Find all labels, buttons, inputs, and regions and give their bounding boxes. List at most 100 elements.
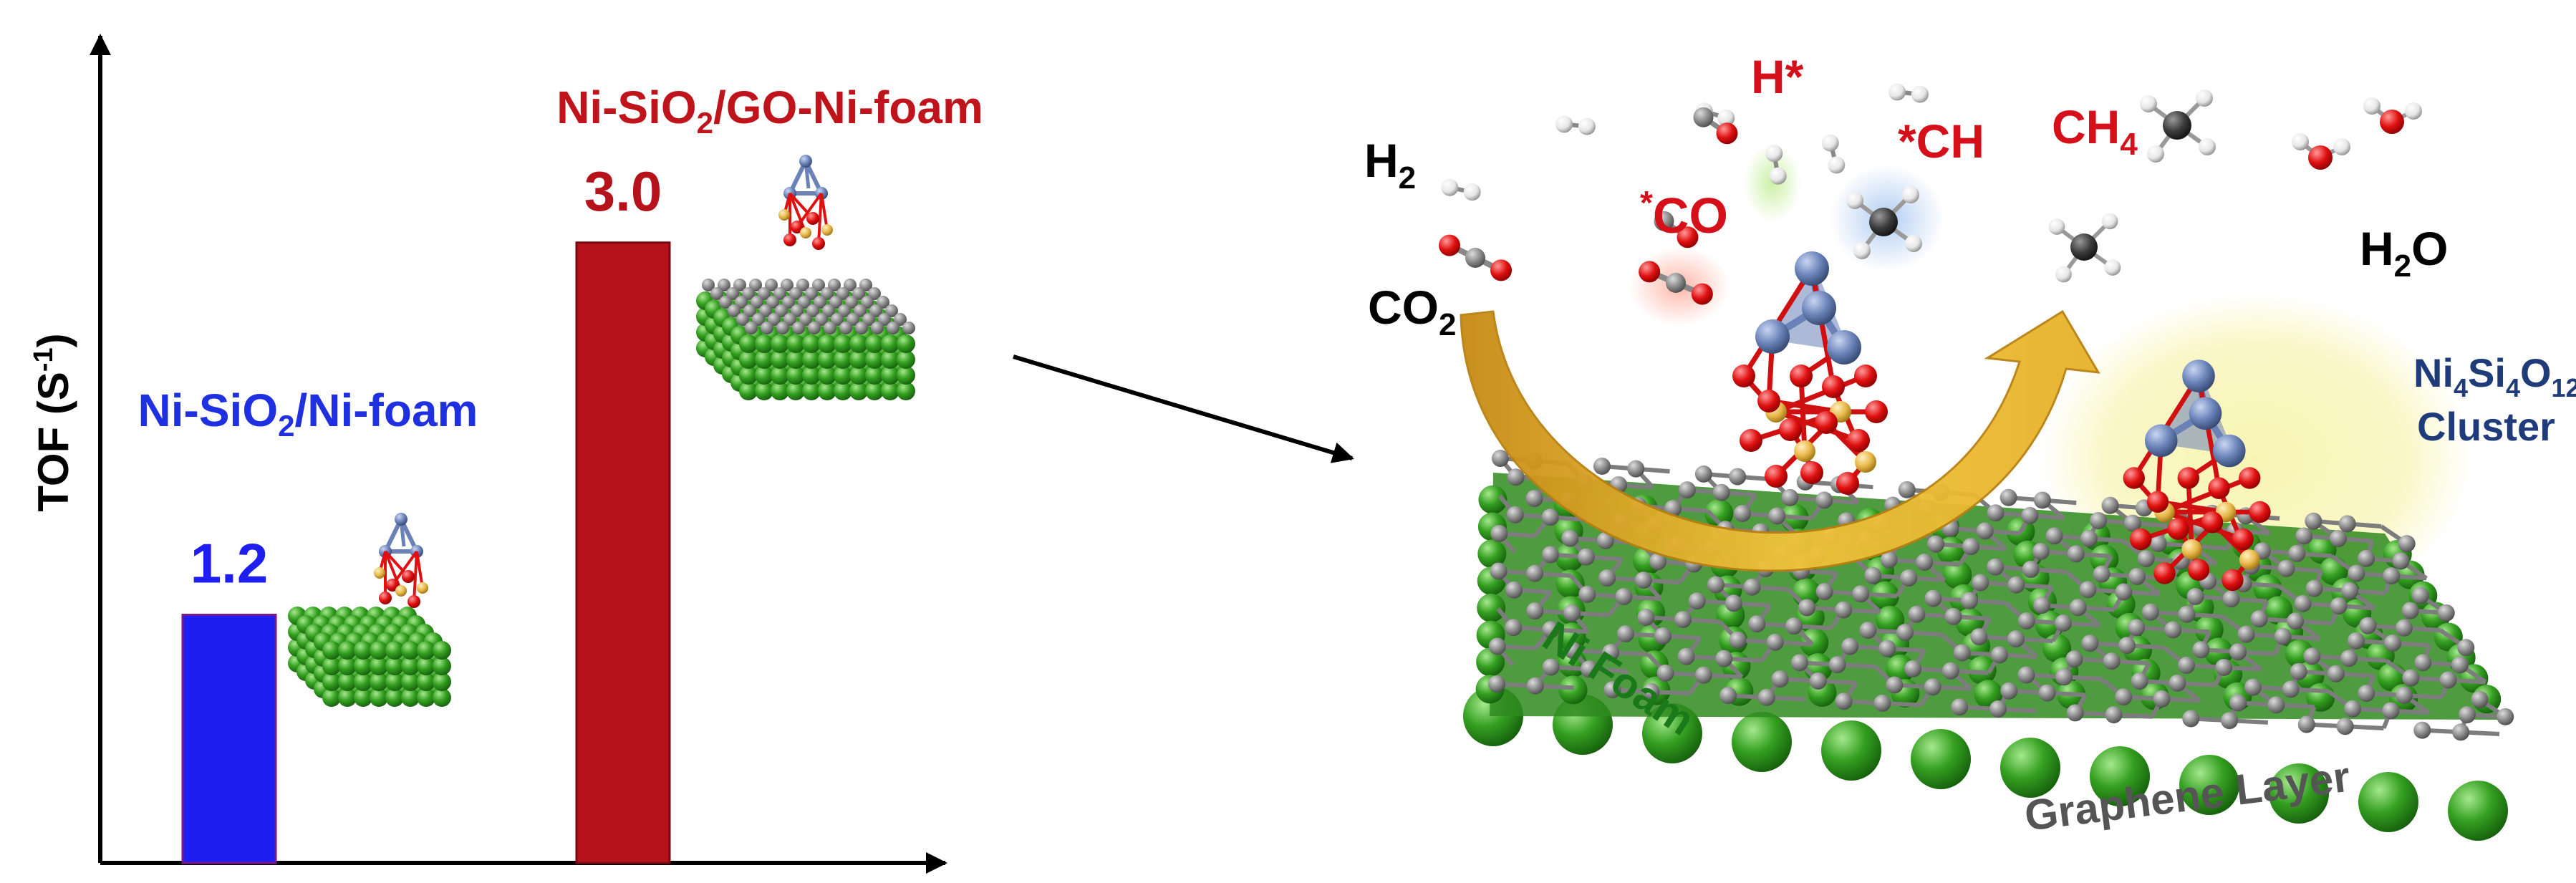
carbon-atom (2101, 496, 2119, 514)
ni-foam-sphere (1478, 485, 1508, 514)
c-atom (1693, 107, 1714, 127)
carbon-atom (2221, 712, 2239, 730)
ni-atom (802, 382, 821, 400)
si-atom (778, 209, 790, 221)
carbon-atom (1916, 554, 1934, 571)
carbon-atom (2348, 564, 2365, 582)
ni-atom (865, 382, 884, 400)
carbon-atom (1900, 569, 1918, 587)
bar-label-ni-sio2-ni-foam: Ni-SiO2/Ni-foam (138, 385, 478, 443)
ni-atom (755, 350, 773, 369)
ni-atom (739, 382, 758, 400)
carbon-atom (1541, 546, 1559, 564)
ni-atom (370, 672, 388, 691)
o-atom (2232, 528, 2254, 551)
carbon-atom (775, 304, 788, 317)
carbon-atom (1729, 631, 1747, 649)
carbon-atom (1615, 588, 1633, 606)
carbon-atom (1970, 628, 1988, 646)
carbon-atom (1577, 548, 1595, 566)
h-atom (1765, 145, 1783, 163)
carbon-atom (2215, 658, 2233, 676)
o-atom (1790, 365, 1813, 387)
ni-atom (417, 641, 435, 660)
carbon-atom (1743, 578, 1761, 596)
carbon-atom (1781, 488, 1799, 506)
carbon-atom (1798, 599, 1816, 617)
bond (1809, 268, 1836, 387)
carbon-atom (1490, 525, 1508, 542)
carbon-atom (1593, 457, 1611, 475)
carbon-atom (836, 287, 849, 300)
carbon-atom (2105, 706, 2123, 724)
carbon-atom (2437, 604, 2455, 622)
carbon-atom (1634, 571, 1652, 589)
carbon-atom (1677, 647, 1695, 665)
carbon-atom (852, 287, 865, 300)
carbon-atom (814, 296, 826, 309)
carbon-atom (1972, 574, 1989, 592)
bond (817, 193, 823, 244)
carbon-atom (2237, 625, 2255, 643)
ni-atom (834, 350, 852, 369)
h-atom (1717, 109, 1735, 127)
ni-atom (771, 334, 789, 353)
carbon-atom (2017, 666, 2035, 684)
ni-atom (834, 334, 852, 353)
carbon-atom (1809, 672, 1827, 690)
carbon-atom (1642, 682, 1660, 700)
ni-atom (771, 350, 789, 369)
o-atom (2308, 145, 2333, 170)
bar-value-label-1: 1.2 (190, 532, 268, 595)
ni-atom (354, 672, 372, 691)
carbon-atom (1896, 624, 1914, 642)
carbon-atom (1790, 654, 1808, 672)
carbon-atom (799, 313, 812, 326)
carbon-atom (1859, 622, 1877, 640)
carbon-atom (789, 287, 802, 300)
ni-atom (354, 657, 372, 675)
o-atom (1490, 259, 1513, 281)
carbon-atom (2244, 678, 2262, 696)
carbon-atom (2439, 671, 2457, 689)
reaction-arrow (1460, 309, 2100, 572)
carbon-atom (2330, 530, 2348, 548)
ni-atom (834, 382, 852, 400)
carbon-atom (1733, 504, 1751, 522)
carbon-atom (2290, 662, 2307, 680)
carbon-atom (902, 322, 915, 334)
carbon-atom (1678, 481, 1696, 499)
carbon-atom (2123, 514, 2141, 532)
carbon-atom (808, 322, 821, 334)
ni-atom (322, 641, 341, 660)
carbon-atom (1656, 664, 1674, 682)
carbon-atom (2007, 576, 2025, 594)
h-atom (2363, 97, 2380, 115)
carbon-atom (2277, 559, 2295, 577)
ni-atom-cluster (1802, 291, 1836, 325)
o-atom (402, 570, 415, 583)
ni-atom (417, 672, 435, 691)
carbon-atom (719, 296, 732, 309)
carbon-atom (1748, 615, 1766, 633)
carbon-atom (1526, 602, 1544, 620)
carbon-atom (2080, 529, 2098, 547)
carbon-atom (2458, 706, 2476, 724)
carbon-atom (782, 296, 795, 309)
carbon-atom (791, 304, 804, 317)
carbon-atom (1944, 607, 1962, 625)
o-atom (2153, 562, 2176, 584)
o-atom (812, 237, 825, 250)
carbon-atom (2153, 690, 2171, 708)
ni-atom (354, 688, 372, 707)
carbon-atom (2330, 597, 2348, 615)
carbon-atom (742, 287, 755, 300)
si-atom (1855, 451, 1876, 473)
ni-atom (818, 350, 836, 369)
carbon-atom (2000, 682, 2018, 700)
carbon-atom (2169, 674, 2186, 692)
carbon-atom (2128, 568, 2146, 585)
carbon-atom (2192, 641, 2210, 659)
o-atom (1716, 122, 1738, 145)
label-ch-star: *CH (1898, 115, 1984, 168)
